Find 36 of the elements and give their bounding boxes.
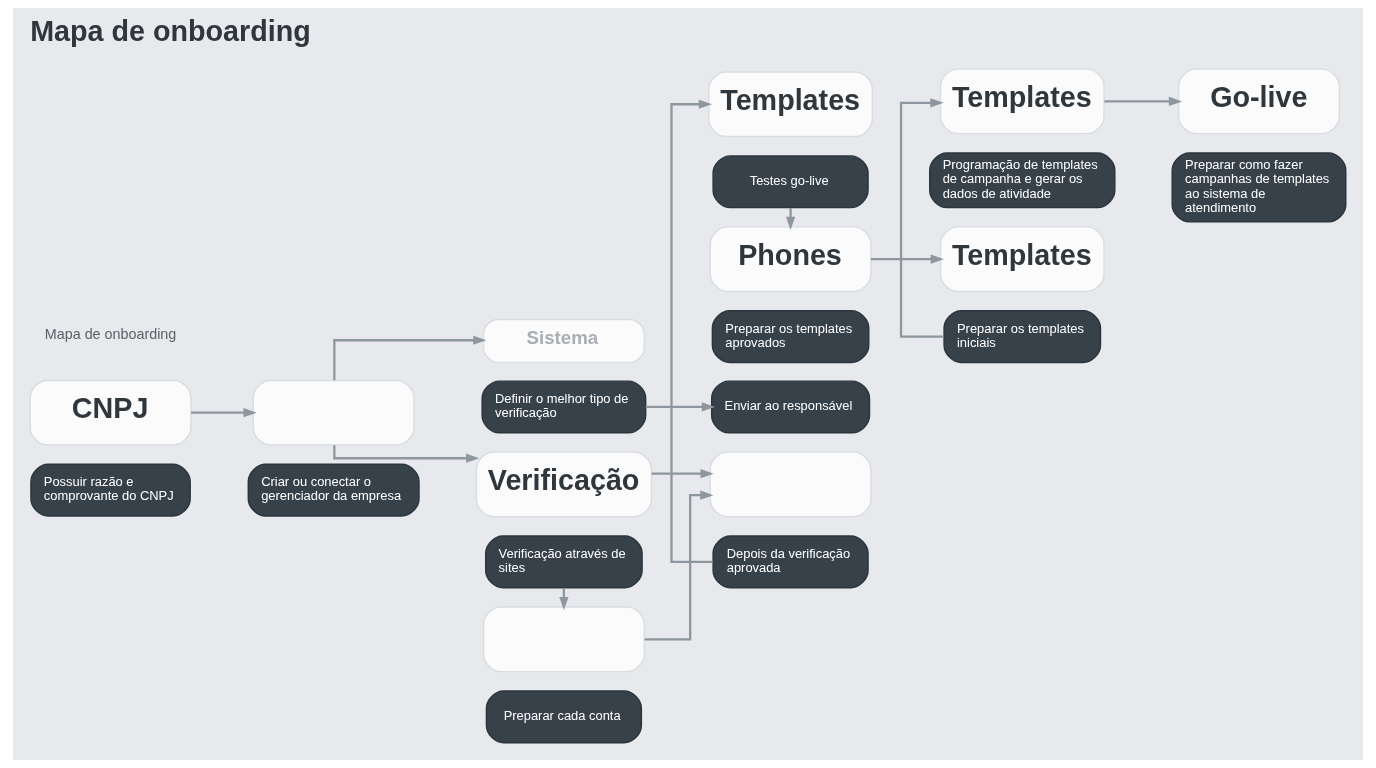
node-box: Verificação através de sites	[485, 535, 643, 589]
node-box: Phones	[709, 226, 872, 293]
node-box: Sistema	[482, 318, 645, 364]
node-box	[482, 606, 645, 673]
node-box	[252, 379, 415, 446]
node-box: Criar ou conectar o gerenciador da empresa	[247, 463, 420, 517]
diagram-title: Mapa de onboarding	[30, 15, 311, 48]
node-box: Programação de templates de campanha e gerar os dados de atividade	[929, 152, 1116, 209]
arrow	[651, 469, 714, 479]
node-box: Templates	[708, 71, 874, 138]
arrow	[899, 98, 944, 338]
arrow	[670, 99, 713, 564]
node-box: Templates	[939, 226, 1105, 293]
arrow	[333, 445, 480, 463]
arrow	[1104, 96, 1183, 106]
arrow	[645, 402, 715, 412]
node-box: Definir o melhor tipo de verificação	[481, 380, 647, 434]
node-box: Enviar ao responsável	[710, 380, 871, 434]
arrow	[870, 254, 944, 264]
node-box	[709, 451, 872, 518]
node-box: Depois da verificação aprovada	[712, 535, 869, 589]
arrow	[333, 335, 487, 381]
arrow	[785, 207, 796, 230]
label: Mapa de onboarding	[44, 325, 177, 342]
node-box: Preparar como fazer campanhas de templates ao sistema de atendimento	[1171, 152, 1347, 223]
node-box: Verificação	[475, 451, 653, 518]
node-box: Possuir razão e comprovante do CNPJ	[30, 463, 191, 517]
node-box: Templates	[939, 68, 1105, 135]
node-box: CNPJ	[29, 379, 192, 446]
node-box: Testes go-live	[712, 155, 869, 209]
node-box: Preparar os templates iniciais	[943, 310, 1102, 364]
arrow	[191, 408, 257, 418]
node-box: Preparar os templates aprovados	[711, 310, 870, 364]
node-box: Go-live	[1177, 68, 1341, 135]
arrow	[644, 490, 714, 641]
node-box: Preparar cada conta	[485, 690, 643, 744]
